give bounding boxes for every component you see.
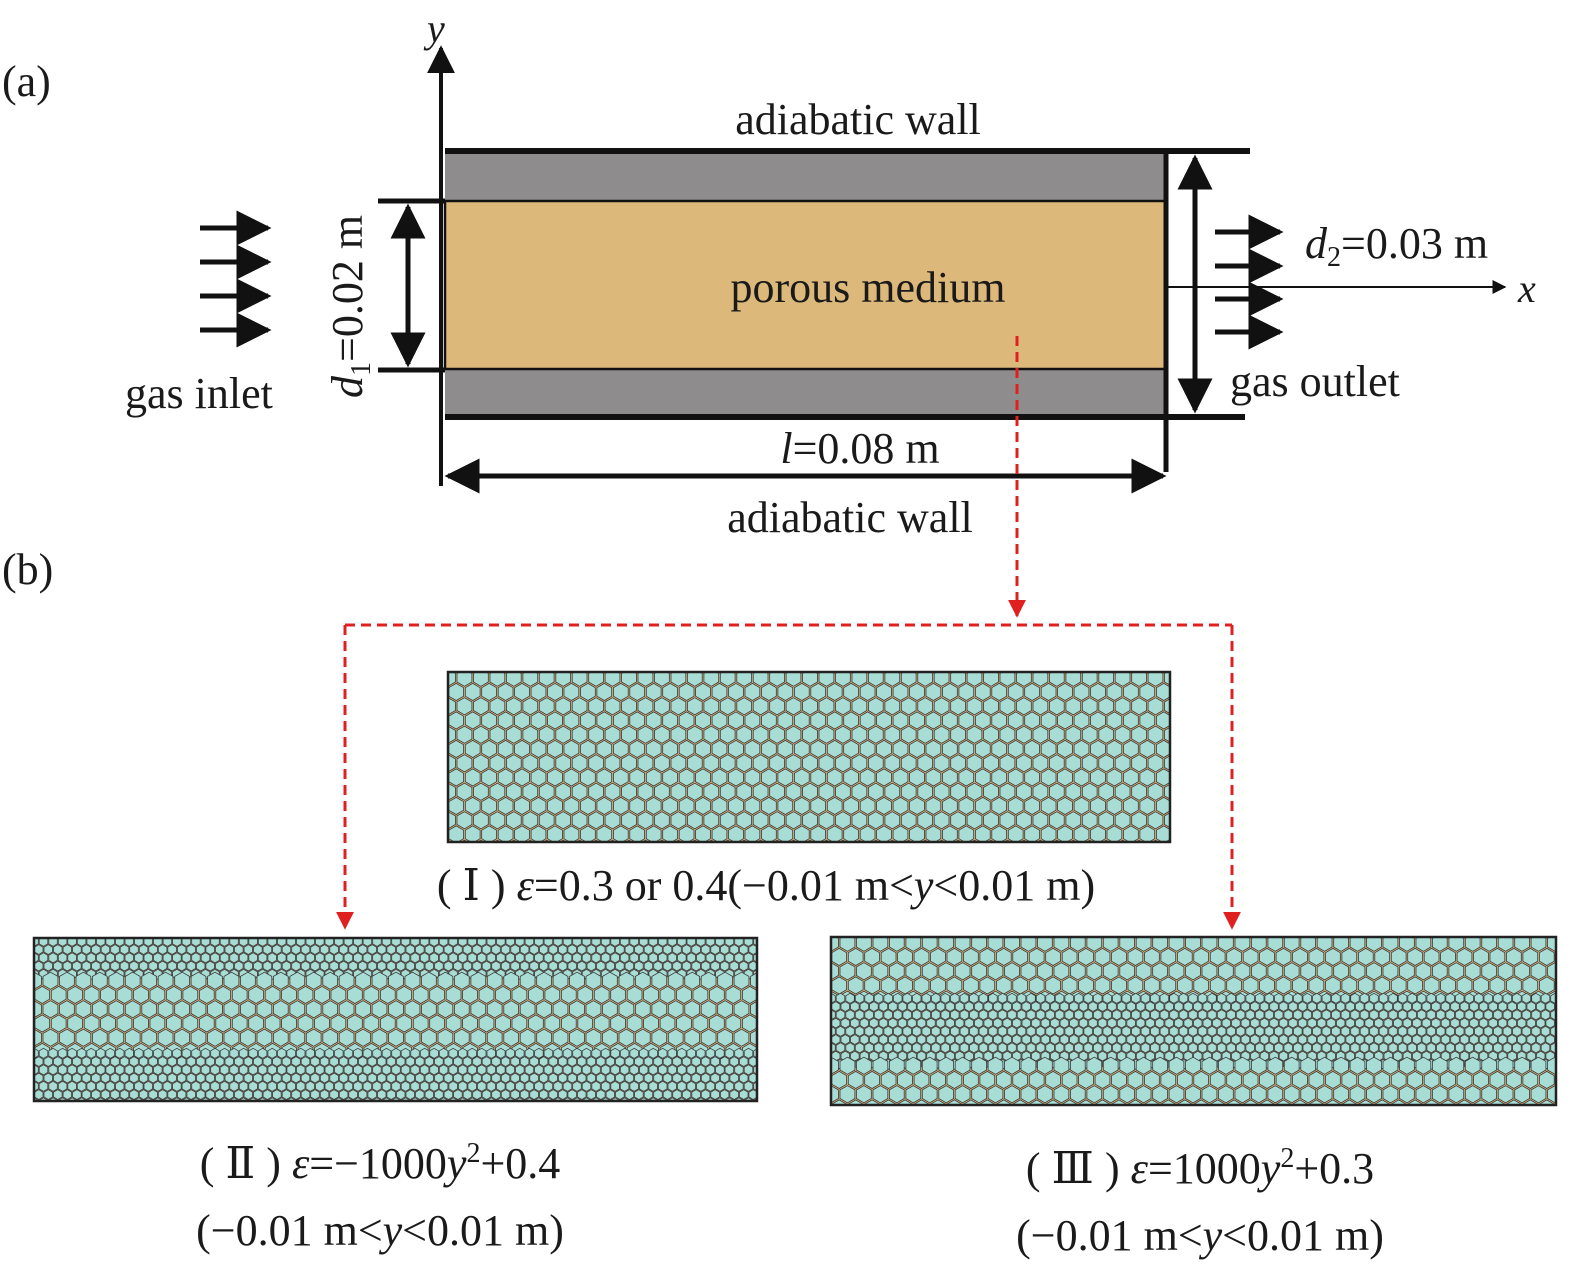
case-1-caption: ( Ⅰ ) ε=0.3 or 0.4(−0.01 m<y<0.01 m) xyxy=(437,861,1095,910)
gas-outlet-label: gas outlet xyxy=(1230,357,1400,406)
panel-a-label: (a) xyxy=(2,57,51,106)
porous-medium-region xyxy=(443,199,1167,371)
porosity-pattern-case-2 xyxy=(32,936,759,1103)
bottom-wall-region xyxy=(445,369,1165,416)
outlet-arrows xyxy=(1215,214,1284,350)
case-2-caption: ( Ⅱ ) ε=−1000y2+0.4 xyxy=(200,1138,561,1188)
bottom-wall-label: adiabatic wall xyxy=(727,493,973,542)
y-axis-label: y xyxy=(423,6,445,51)
inlet-arrows xyxy=(200,210,272,348)
panel-b: (b) ( Ⅰ ) ε=0.3 or 0.4(−0.01 m<y<0.01 m)… xyxy=(2,336,1558,1260)
case-3-range: (−0.01 m<y<0.01 m) xyxy=(1016,1211,1384,1260)
panel-b-label: (b) xyxy=(2,545,53,594)
case-2-range: (−0.01 m<y<0.01 m) xyxy=(196,1206,564,1255)
l-label: l=0.08 m xyxy=(780,424,939,473)
porous-medium-label: porous medium xyxy=(731,263,1006,312)
zoom-connector-lines xyxy=(336,336,1241,930)
top-wall-region xyxy=(445,151,1165,201)
case-3-caption: ( Ⅲ ) ε=1000y2+0.3 xyxy=(1026,1143,1374,1193)
porosity-pattern-case-3 xyxy=(829,935,1558,1107)
d2-label: d2=0.03 m xyxy=(1305,219,1488,273)
porosity-pattern-case-1 xyxy=(446,670,1172,844)
gas-inlet-label: gas inlet xyxy=(125,369,273,418)
x-axis-label: x xyxy=(1517,266,1536,311)
top-wall-label: adiabatic wall xyxy=(735,95,981,144)
panel-a: (a) y x adiabatic wall porous medium adi… xyxy=(2,6,1536,542)
d1-label: d1=0.02 m xyxy=(323,215,377,398)
